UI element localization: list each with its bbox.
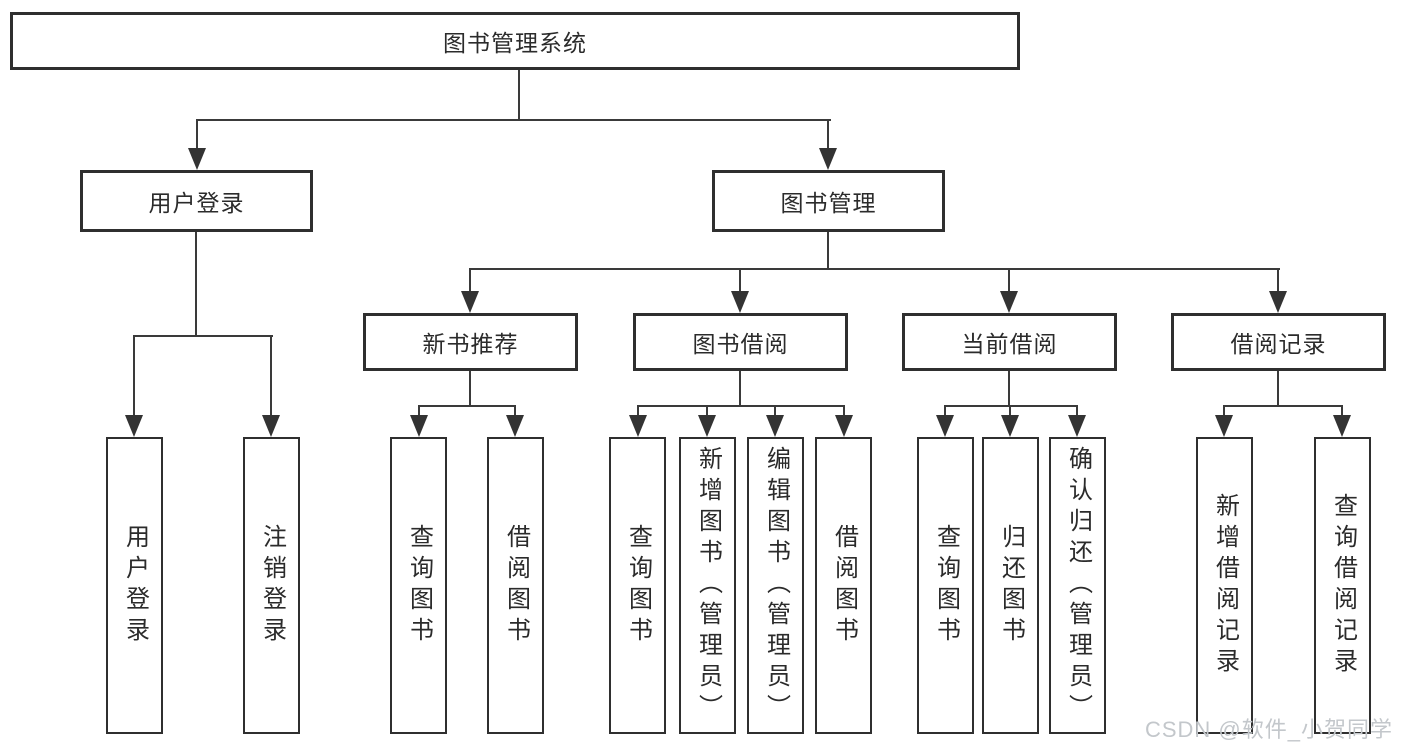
arrowhead-down-icon <box>766 415 784 437</box>
connector-line <box>196 119 831 121</box>
connector-line <box>518 70 520 120</box>
node-leaf-query-books-3: 查询图书 <box>917 437 974 734</box>
arrowhead-down-icon <box>506 415 524 437</box>
connector-line <box>1008 371 1010 407</box>
node-label: 借阅记录 <box>1230 331 1327 357</box>
connector-line <box>827 232 829 270</box>
connector-line <box>774 405 776 417</box>
connector-line <box>944 405 946 417</box>
connector-line <box>195 232 197 337</box>
node-borrowing-records: 借阅记录 <box>1171 313 1386 371</box>
node-label: 新增借阅记录 <box>1211 492 1239 679</box>
connector-line <box>944 405 1078 407</box>
arrowhead-down-icon <box>1269 291 1287 313</box>
arrowhead-down-icon <box>936 415 954 437</box>
node-label: 用户登录 <box>121 523 149 648</box>
arrowhead-down-icon <box>1215 415 1233 437</box>
csdn-watermark: CSDN @软件_小贺同学 <box>1144 717 1393 742</box>
node-user-login: 用户登录 <box>80 170 313 232</box>
connector-line <box>418 405 420 417</box>
connector-line <box>469 268 1280 270</box>
node-leaf-edit-books-admin: 编辑图书（管理员） <box>747 437 804 734</box>
node-label: 当前借阅 <box>961 331 1058 357</box>
arrowhead-down-icon <box>835 415 853 437</box>
node-current-borrowing: 当前借阅 <box>902 313 1117 371</box>
connector-line <box>739 268 741 293</box>
connector-line <box>1277 268 1279 293</box>
arrowhead-down-icon <box>262 415 280 437</box>
node-leaf-query-books-2: 查询图书 <box>609 437 666 734</box>
node-leaf-add-borrow-record: 新增借阅记录 <box>1196 437 1253 734</box>
arrowhead-down-icon <box>461 291 479 313</box>
arrowhead-down-icon <box>188 148 206 170</box>
node-leaf-confirm-return-admin: 确认归还（管理员） <box>1049 437 1106 734</box>
node-label: 归还图书 <box>997 523 1025 648</box>
node-label: 用户登录 <box>148 190 245 216</box>
node-leaf-logout-login: 注销登录 <box>243 437 300 734</box>
node-label: 图书借阅 <box>692 331 789 357</box>
connector-line <box>637 405 845 407</box>
node-new-book-recommend: 新书推荐 <box>363 313 578 371</box>
arrowhead-down-icon <box>819 148 837 170</box>
node-leaf-query-borrow-record: 查询借阅记录 <box>1314 437 1371 734</box>
connector-line <box>133 335 273 337</box>
node-leaf-borrow-books-1: 借阅图书 <box>487 437 544 734</box>
node-label: 注销登录 <box>258 523 286 648</box>
connector-line <box>706 405 708 417</box>
node-label: 查询图书 <box>932 523 960 648</box>
connector-line <box>1223 405 1225 417</box>
node-label: 查询借阅记录 <box>1329 492 1357 679</box>
node-leaf-add-books-admin: 新增图书（管理员） <box>679 437 736 734</box>
connector-line <box>637 405 639 417</box>
connector-line <box>270 335 272 417</box>
arrowhead-down-icon <box>1000 291 1018 313</box>
connector-line <box>1076 405 1078 417</box>
node-library-management-system: 图书管理系统 <box>10 12 1020 70</box>
node-book-borrowing: 图书借阅 <box>633 313 848 371</box>
connector-line <box>514 405 516 417</box>
node-leaf-borrow-books-2: 借阅图书 <box>815 437 872 734</box>
arrowhead-down-icon <box>1001 415 1019 437</box>
arrowhead-down-icon <box>731 291 749 313</box>
connector-line <box>469 268 471 293</box>
arrowhead-down-icon <box>1333 415 1351 437</box>
connector-line <box>1341 405 1343 417</box>
node-label: 借阅图书 <box>502 523 530 648</box>
connector-line <box>1223 405 1343 407</box>
connector-line <box>739 371 741 407</box>
node-leaf-query-books-1: 查询图书 <box>390 437 447 734</box>
arrowhead-down-icon <box>410 415 428 437</box>
node-leaf-return-books: 归还图书 <box>982 437 1039 734</box>
arrowhead-down-icon <box>1068 415 1086 437</box>
node-label: 查询图书 <box>405 523 433 648</box>
node-label: 查询图书 <box>624 523 652 648</box>
connector-line <box>196 119 198 152</box>
arrowhead-down-icon <box>125 415 143 437</box>
connector-line <box>1009 405 1011 417</box>
connector-line <box>827 119 829 152</box>
connector-line <box>418 405 516 407</box>
connector-line <box>843 405 845 417</box>
node-label: 借阅图书 <box>830 523 858 648</box>
node-leaf-user-login: 用户登录 <box>106 437 163 734</box>
connector-line <box>1008 268 1010 293</box>
node-label: 编辑图书（管理员） <box>762 446 790 725</box>
node-label: 新书推荐 <box>422 331 519 357</box>
node-label: 确认归还（管理员） <box>1064 446 1092 725</box>
connector-line <box>469 371 471 407</box>
node-label: 新增图书（管理员） <box>694 446 722 725</box>
node-book-management: 图书管理 <box>712 170 945 232</box>
node-label: 图书管理 <box>780 190 877 216</box>
arrowhead-down-icon <box>698 415 716 437</box>
connector-line <box>1277 371 1279 407</box>
connector-line <box>133 335 135 417</box>
arrowhead-down-icon <box>629 415 647 437</box>
node-label: 图书管理系统 <box>443 30 587 56</box>
